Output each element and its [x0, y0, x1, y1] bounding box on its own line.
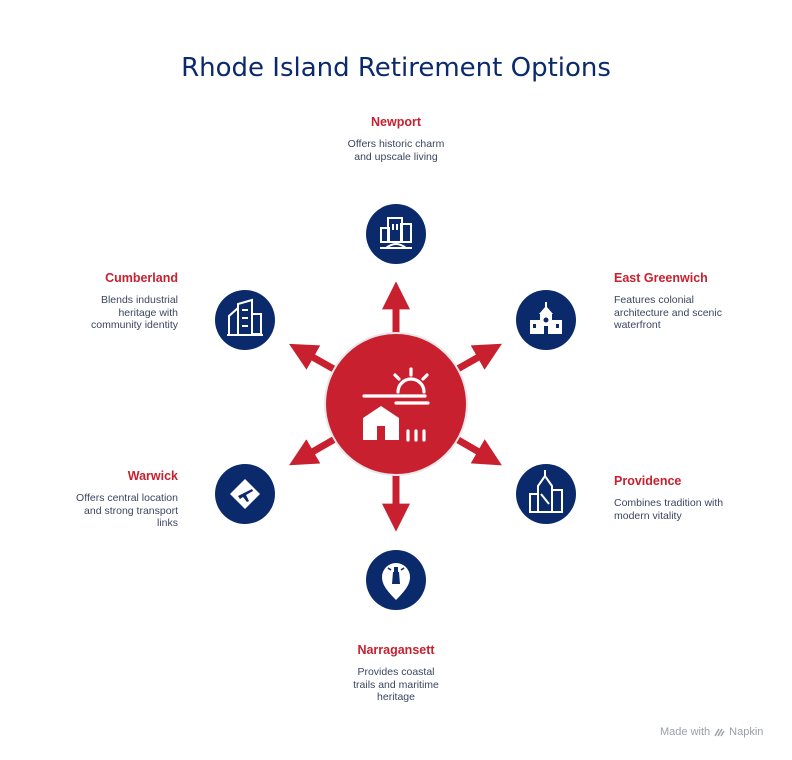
node-name: Cumberland: [105, 271, 178, 285]
colonial-building-icon: [530, 302, 562, 334]
node-warwick-icon-circle: [215, 464, 275, 524]
city-buildings-icon: [380, 217, 412, 249]
node-cumberland-icon-circle: [215, 290, 275, 350]
credit-brand: Napkin: [729, 726, 764, 738]
napkin-credit[interactable]: Made with Napkin: [660, 726, 763, 738]
node-name: East Greenwich: [614, 271, 708, 285]
node-providence: Providence Combines tradition with moder…: [614, 474, 744, 522]
node-cumberland: Cumberland Blends industrial heritage wi…: [48, 271, 178, 332]
napkin-logo-icon: [714, 728, 725, 736]
node-name: Newport: [371, 115, 421, 129]
lighthouse-pin-icon: [382, 563, 410, 600]
node-name: Providence: [614, 474, 682, 488]
diagram-title: Rhode Island Retirement Options: [181, 53, 611, 83]
credit-text: Made with: [660, 726, 711, 738]
node-warwick: Warwick Offers central location and stro…: [48, 469, 178, 530]
node-desc: Offers historic charm and upscale living: [347, 138, 445, 163]
skyline-icon: [529, 470, 563, 513]
node-desc: Offers central location and strong trans…: [76, 492, 178, 529]
node-desc: Combines tradition with modern vitality: [614, 497, 724, 522]
node-desc: Blends industrial heritage with communit…: [91, 294, 178, 331]
airplane-icon: [230, 479, 260, 509]
node-name: Narragansett: [357, 643, 435, 657]
node-narragansett: Narragansett Provides coastal trails and…: [321, 643, 471, 704]
node-east-greenwich-icon-circle: [516, 290, 576, 350]
center-hub: [324, 332, 468, 476]
node-name: Warwick: [127, 469, 178, 483]
node-newport: Newport Offers historic charm and upscal…: [321, 115, 471, 163]
node-providence-icon-circle: [516, 464, 576, 524]
node-east-greenwich: East Greenwich Features colonial archite…: [614, 271, 744, 332]
node-desc: Provides coastal trails and maritime her…: [353, 666, 439, 703]
mill-buildings-icon: [227, 298, 263, 336]
node-newport-icon-circle: [366, 204, 426, 264]
house-sun-icon: [362, 367, 430, 442]
node-desc: Features colonial architecture and sceni…: [614, 294, 722, 331]
node-narragansett-icon-circle: [366, 550, 426, 610]
